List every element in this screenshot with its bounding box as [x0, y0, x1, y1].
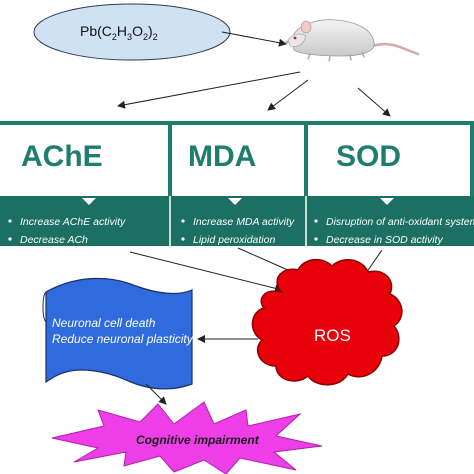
ache-bullet-2: Decrease ACh [20, 234, 88, 246]
ache-bullet-1: Increase AChE activity [20, 216, 126, 228]
down-arrow-sod [380, 198, 394, 205]
arrow-rat-to-ache [117, 71, 301, 109]
rat-icon [285, 19, 420, 62]
arrow-compound-to-rat [221, 31, 287, 47]
outcome-burst: Cognitive impairment [51, 401, 323, 474]
outcome-label: Cognitive impairment [136, 433, 260, 447]
top-arrows [117, 31, 391, 117]
marker-panel: AChE MDA SOD Increase AChE activity Decr… [0, 121, 474, 246]
down-arrow-mda [228, 198, 242, 205]
marker-label-mda: MDA [188, 140, 256, 173]
down-arrow-ache [82, 198, 96, 205]
neuron-line-2: Reduce neuronal plasticity [52, 332, 194, 346]
ros-label: ROS [314, 326, 351, 345]
ros-cloud: ROS [251, 258, 403, 386]
neuron-banner: Neuronal cell death Reduce neuronal plas… [42, 277, 194, 390]
arrow-rat-to-mda [267, 79, 309, 111]
effects-bar [0, 196, 474, 246]
arrow-ache-to-ros [129, 251, 283, 293]
marker-label-ache: AChE [21, 140, 103, 173]
sod-bullet-1: Disruption of anti-oxidant system [326, 216, 474, 228]
arrow-neuron-to-outcome [145, 383, 167, 405]
arrow-rat-to-sod [357, 87, 391, 117]
sod-bullet-2: Decrease in SOD activity [326, 234, 443, 246]
compound-formula: Pb(C2H3O2)2 [80, 23, 158, 42]
compound-node: Pb(C2H3O2)2 [33, 3, 231, 61]
mda-bullet-1: Increase MDA activity [193, 216, 295, 228]
marker-label-sod: SOD [336, 140, 401, 173]
neuron-line-1: Neuronal cell death [52, 316, 156, 330]
mda-bullet-2: Lipid peroxidation [193, 234, 275, 246]
